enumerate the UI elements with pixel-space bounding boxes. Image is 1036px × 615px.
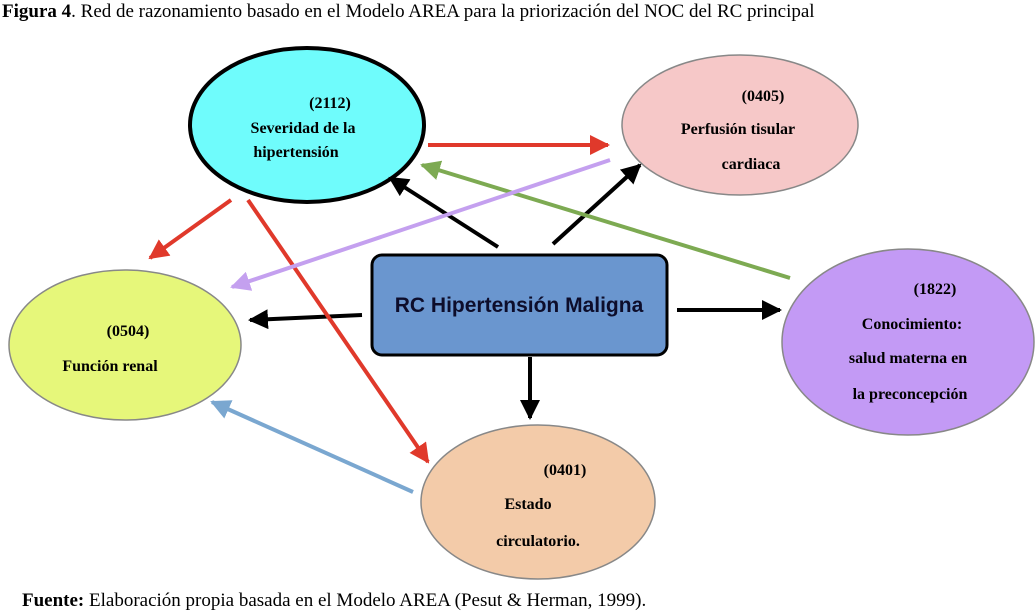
figure-caption: Figura 4. Red de razonamiento basado en … xyxy=(2,1,815,23)
source-text: Elaboración propia basada en el Modelo A… xyxy=(84,590,647,611)
arrow-2112-to-0401 xyxy=(246,198,430,464)
node-2112-label-line1: Severidad de la xyxy=(251,120,356,137)
node-1822-ellipse xyxy=(781,248,1035,436)
node-2112-label-line2: hipertensión xyxy=(253,144,338,161)
node-2112-code: (2112) xyxy=(309,95,351,112)
node-2112-ellipse xyxy=(188,46,426,204)
node-1822-label-line2: salud materna en xyxy=(849,350,967,367)
node-0401-code: (0401) xyxy=(544,462,587,479)
center-box xyxy=(370,253,669,357)
node-0401-label-line1: Estado xyxy=(504,496,551,513)
arrow-center-to-2112 xyxy=(388,176,500,249)
node-1822-label-line3: la preconcepción xyxy=(853,386,968,403)
node-1822-label-line1: Conocimiento: xyxy=(862,316,962,333)
node-0401-ellipse xyxy=(420,424,656,580)
arrow-center-to-0504 xyxy=(248,309,363,330)
node-0504-code: (0504) xyxy=(107,323,150,340)
node-0401-label-line2: circulatorio. xyxy=(496,533,580,550)
node-1822-code: (1822) xyxy=(914,281,957,298)
arrow-2112-to-0504 xyxy=(148,198,233,260)
figure-caption-text: . Red de razonamiento basado en el Model… xyxy=(71,1,815,22)
arrow-0405-to-0504 xyxy=(230,158,611,291)
node-0405-label-line2: cardiaca xyxy=(722,156,781,173)
figure-label: Figura 4 xyxy=(2,1,72,22)
node-0504-ellipse xyxy=(8,269,242,421)
arrow-center-to-0405 xyxy=(551,163,642,246)
arrow-0401-to-0504 xyxy=(210,400,414,494)
node-0405-label-line1: Perfusión tisular xyxy=(681,121,795,138)
node-0504-label-line1: Función renal xyxy=(62,358,158,375)
node-0405-code: (0405) xyxy=(742,88,785,105)
source-note: Fuente: Elaboración propia basada en el … xyxy=(22,590,646,612)
node-0405-ellipse xyxy=(621,54,859,196)
source-label: Fuente: xyxy=(22,590,85,611)
arrow-1822-to-2112 xyxy=(420,160,791,280)
center-box-label: RC Hipertensión Maligna xyxy=(395,294,644,317)
